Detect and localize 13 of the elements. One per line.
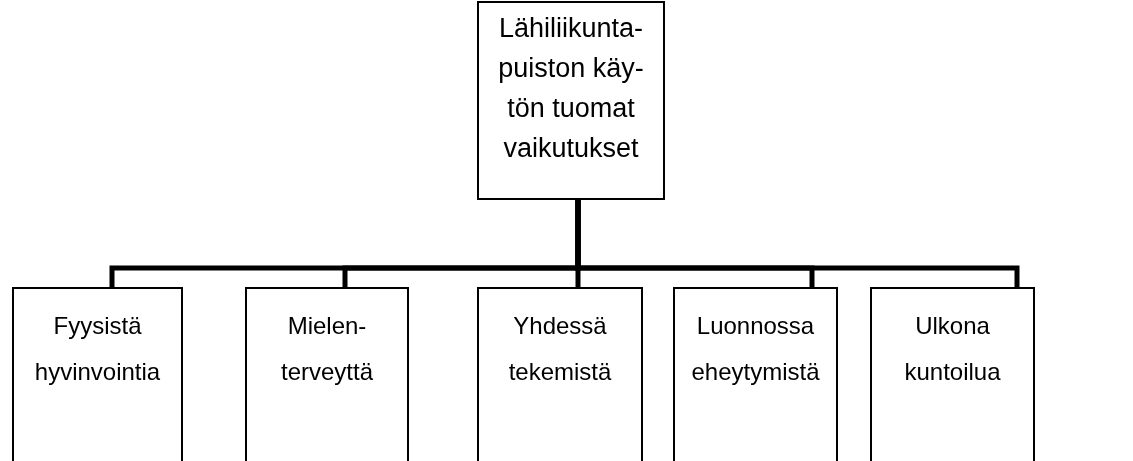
box-text: Lähiliikunta- puiston käy- tön tuomat vaikutukset (497, 12, 645, 165)
box-text: Mielen- terveyttä (279, 311, 374, 387)
box-text: Yhdessä tekemistä (507, 311, 613, 387)
category-box (673, 287, 838, 461)
category-box (12, 287, 183, 461)
connector-line (575, 200, 1020, 287)
root-box (477, 1, 665, 200)
category-box (870, 287, 1035, 461)
box-text: Fyysistä hyvinvointia (33, 311, 162, 387)
box-text: Luonnossa eheytymistä (690, 311, 821, 387)
category-box (477, 287, 643, 461)
category-box (245, 287, 409, 461)
box-text: Ulkona kuntoilua (903, 311, 1002, 387)
